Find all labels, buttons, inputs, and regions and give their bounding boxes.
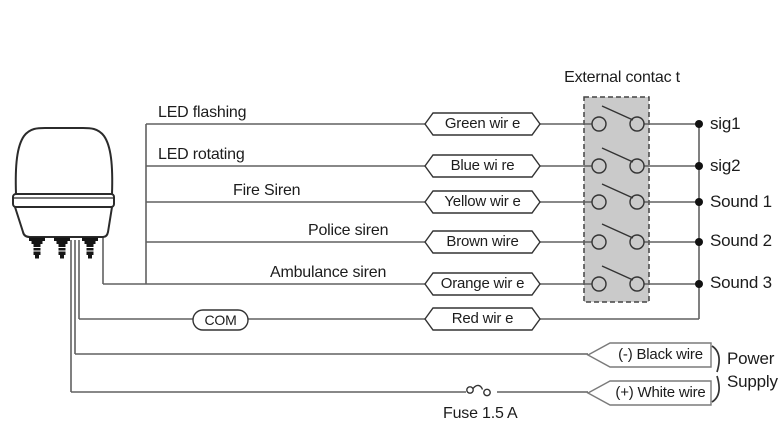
switch-icon-3 <box>591 183 645 210</box>
dot-sig2 <box>695 162 703 170</box>
device-base <box>13 206 114 238</box>
fuse-label: Fuse 1.5 A <box>443 405 518 422</box>
power-supply-label-line1: Power <box>727 349 775 368</box>
wire-tag-green <box>424 112 541 136</box>
function-label-police-siren: Police siren <box>308 222 389 239</box>
wire-label-red: Red wir e <box>451 310 514 327</box>
wire-label-green: Green wir e <box>444 115 521 132</box>
wire-label-brown: Brown wire <box>446 233 519 250</box>
switch-icon-4 <box>591 223 645 250</box>
terminal-label-sound2: Sound 2 <box>710 231 772 250</box>
device-dome <box>14 127 114 195</box>
dot-sound3 <box>695 280 703 288</box>
switch-icon-1 <box>591 105 645 132</box>
bolt-icon-2 <box>54 237 70 259</box>
wire-tag-orange <box>424 272 541 296</box>
wire-tag-yellow <box>424 190 541 214</box>
device-band <box>12 193 115 208</box>
dot-sound2 <box>695 238 703 246</box>
black-wire-tag-shape <box>586 342 712 368</box>
dot-sound1 <box>695 198 703 206</box>
wire-label-yellow: Yellow wir e <box>444 193 521 210</box>
terminal-label-sig2: sig2 <box>710 156 741 175</box>
wire-label-orange: Orange wir e <box>440 275 525 292</box>
bolt-icon-1 <box>29 237 45 259</box>
power-brace <box>711 345 720 403</box>
wiring-lines <box>70 123 700 393</box>
function-label-led-rotating: LED rotating <box>158 146 245 163</box>
function-label-fire-siren: Fire Siren <box>233 182 301 199</box>
contact-switches <box>591 105 645 292</box>
function-label-led-flashing: LED flashing <box>158 104 247 121</box>
dot-sig1 <box>695 120 703 128</box>
beacon-device-illustration <box>12 127 115 259</box>
wire-tag-blue <box>424 154 541 178</box>
white-wire-tag-shape <box>586 380 712 406</box>
com-label: COM <box>204 312 237 328</box>
device-bolts <box>29 237 98 259</box>
terminal-label-sound3: Sound 3 <box>710 273 772 292</box>
wire-tags <box>424 112 541 331</box>
bolt-icon-3 <box>82 237 98 259</box>
terminal-label-sig1: sig1 <box>710 114 741 133</box>
wire-tag-red <box>424 307 541 331</box>
terminal-dots <box>695 120 703 288</box>
external-contact-title: External contac t <box>564 69 680 86</box>
fuse-icon <box>466 384 491 397</box>
power-tags <box>586 342 712 406</box>
white-wire-label: (+) White wire <box>615 384 706 401</box>
function-label-ambulance-siren: Ambulance siren <box>270 264 387 281</box>
switch-icon-2 <box>591 147 645 174</box>
power-supply-label-line2: Supply <box>727 372 778 391</box>
wire-tag-brown <box>424 230 541 254</box>
terminal-label-sound1: Sound 1 <box>710 192 772 211</box>
switch-icon-5 <box>591 265 645 292</box>
black-wire-label: (-) Black wire <box>618 346 703 363</box>
com-tag-shape <box>192 309 249 331</box>
wire-label-blue: Blue wi re <box>450 157 515 174</box>
